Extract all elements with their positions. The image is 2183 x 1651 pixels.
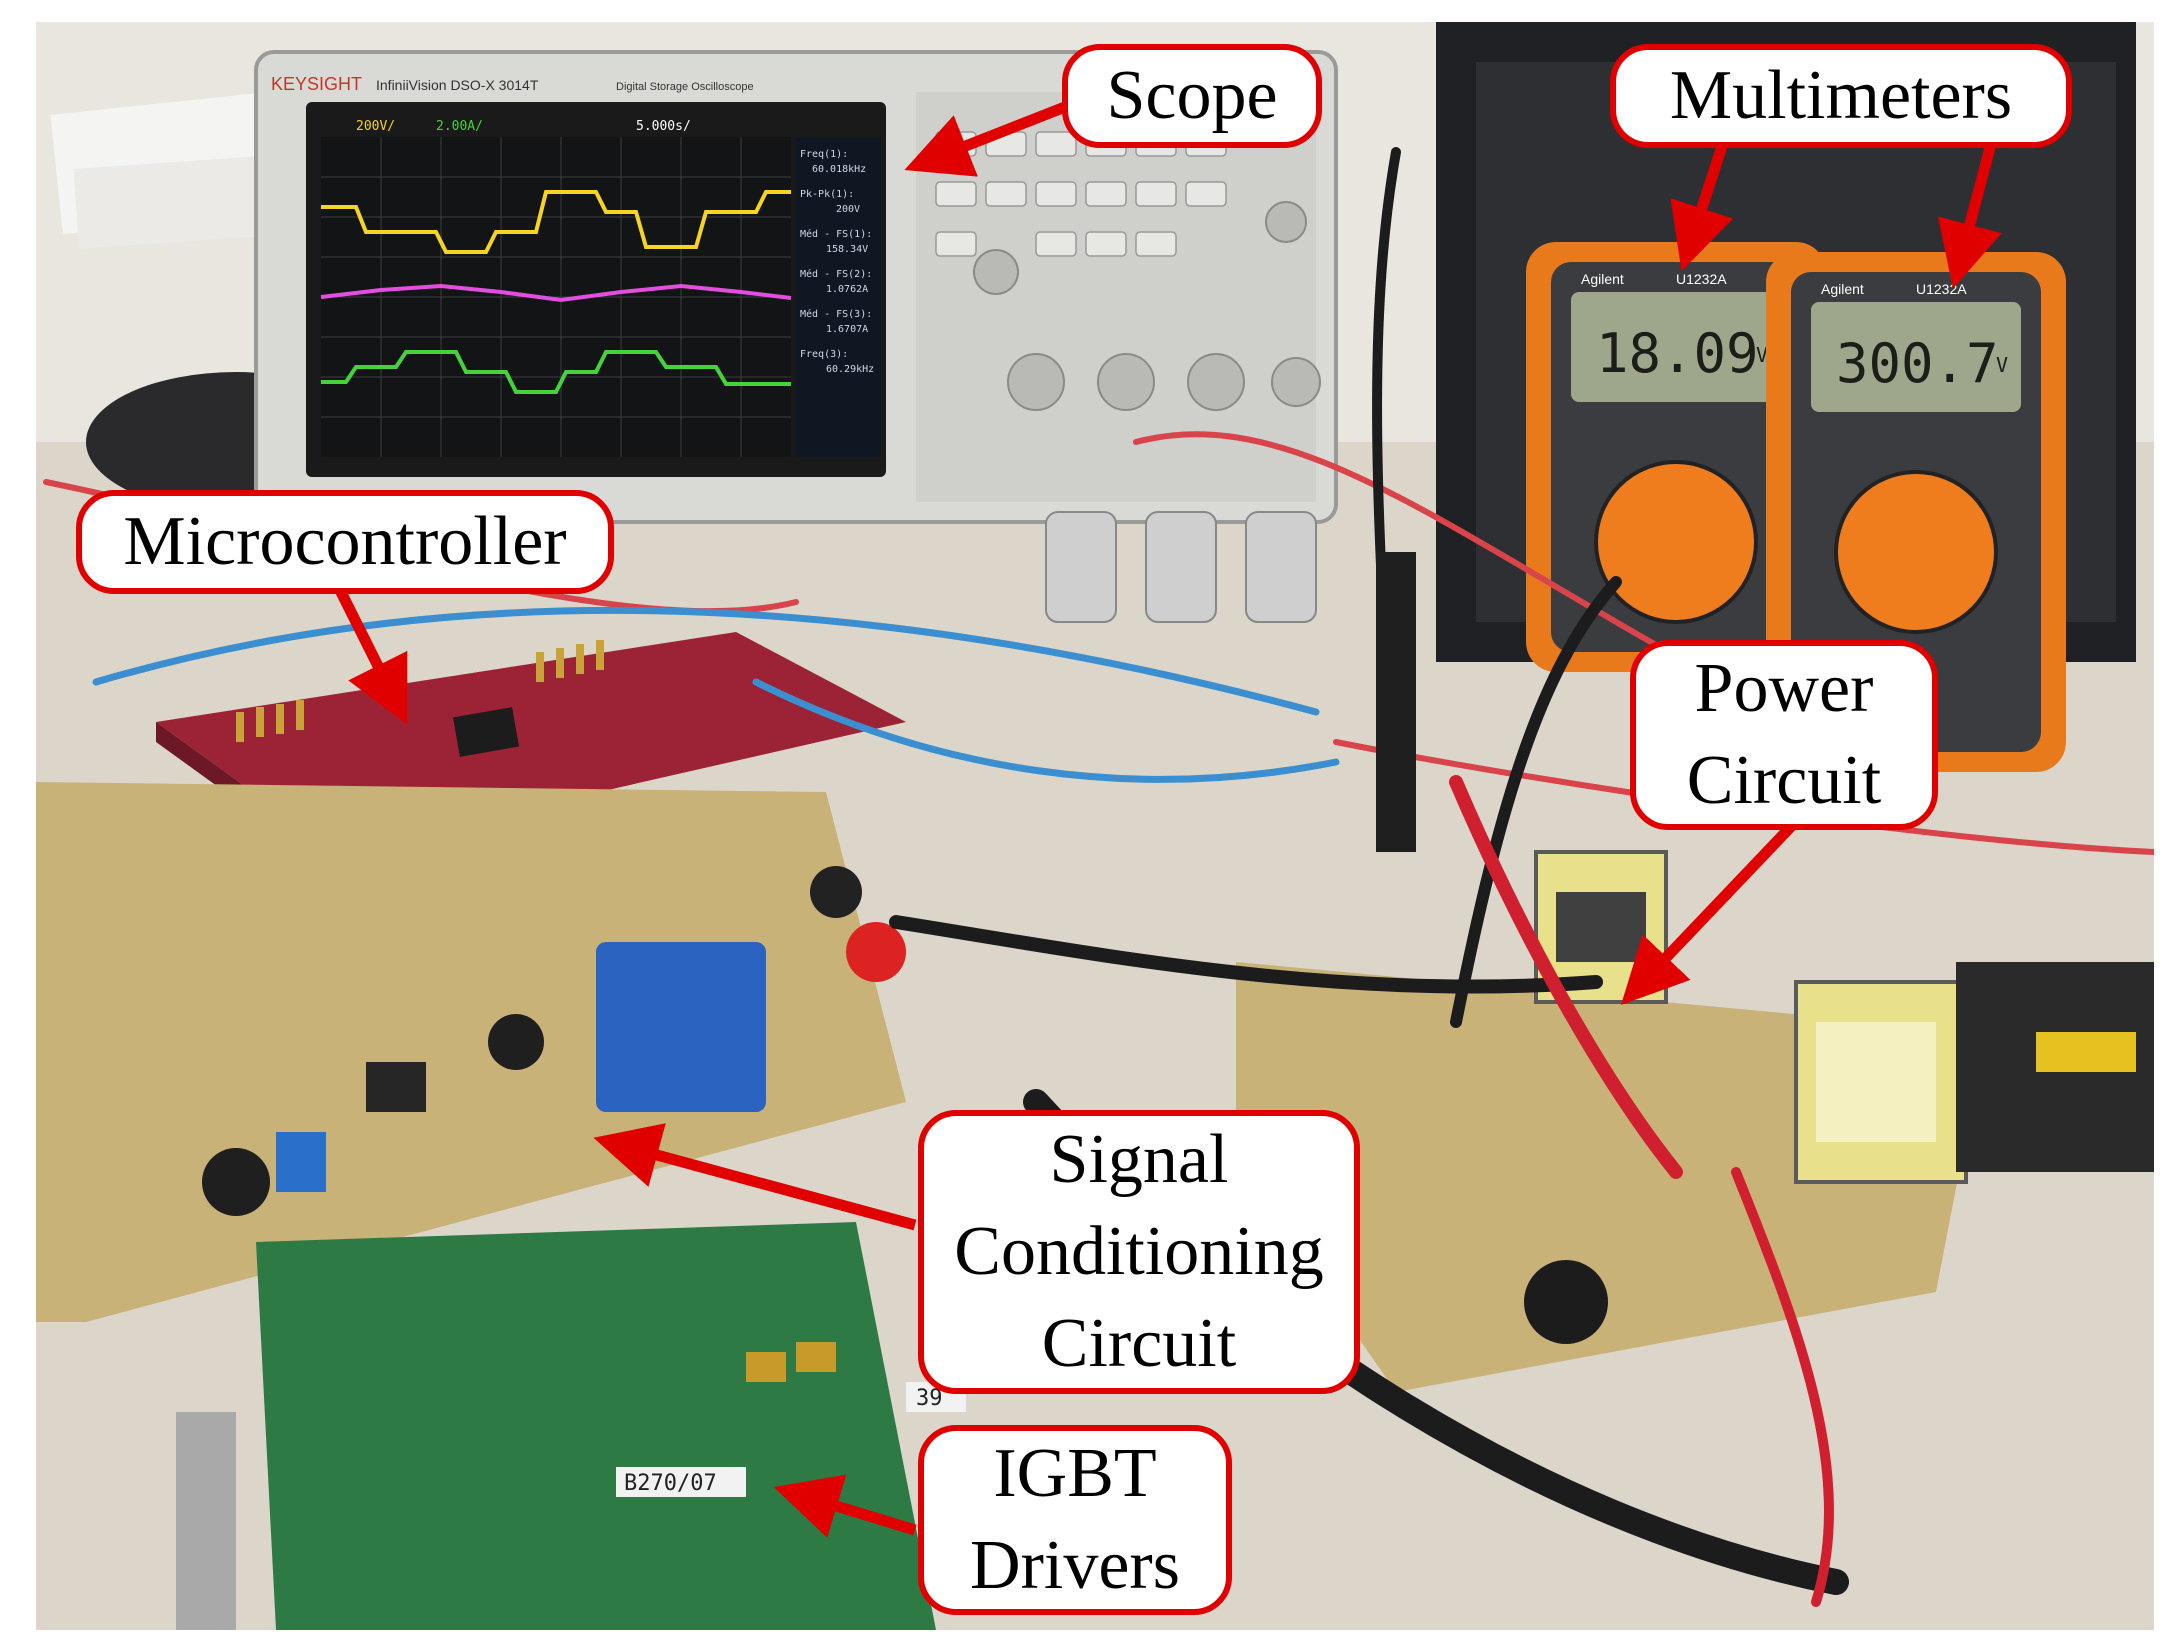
scope-model: InfiniiVision DSO-X 3014T bbox=[376, 77, 539, 93]
scope-timebase: 5.000s/ bbox=[636, 119, 691, 134]
scope-ch1-scale: 200V/ bbox=[356, 119, 395, 134]
readout: Freq(3): bbox=[800, 349, 848, 360]
scope-readouts: Freq(1): 60.018kHz Pk-Pk(1): 200V Méd - … bbox=[800, 149, 874, 375]
igbt-drivers-callout: IGBT Drivers bbox=[918, 1425, 1232, 1615]
igbt-board-label: B270/07 bbox=[624, 1471, 717, 1496]
readout: Pk-Pk(1): bbox=[800, 189, 854, 200]
mm-right-brand: Agilent bbox=[1821, 281, 1864, 297]
readout: Méd - FS(3): bbox=[800, 308, 872, 320]
multimeters-callout: Multimeters bbox=[1610, 44, 2072, 148]
mm-left-reading: 18.09 bbox=[1596, 322, 1759, 385]
readout: 158.34V bbox=[826, 244, 868, 255]
mm-right-reading: 300.7 bbox=[1836, 332, 1999, 395]
microcontroller-callout: Microcontroller bbox=[76, 490, 614, 594]
signal-conditioning-board bbox=[36, 782, 906, 1322]
scope-subtitle: Digital Storage Oscilloscope bbox=[616, 81, 754, 93]
igbt-driver-board: B270/07 39 bbox=[256, 1222, 966, 1630]
power-circuit-callout: Power Circuit bbox=[1630, 640, 1938, 830]
readout: 60.29kHz bbox=[826, 364, 874, 375]
scope-brand: KEYSIGHT bbox=[271, 74, 362, 94]
readout: 1.0762A bbox=[826, 284, 868, 295]
readout: 60.018kHz bbox=[812, 164, 866, 175]
signal-conditioning-callout: Signal Conditioning Circuit bbox=[918, 1110, 1360, 1394]
readout: Méd - FS(1): bbox=[800, 228, 872, 240]
mm-left-model: U1232A bbox=[1676, 271, 1727, 287]
multimeter-left: Agilent U1232A 18.09 V bbox=[1526, 242, 1826, 672]
readout: Freq(1): bbox=[800, 149, 848, 160]
mm-right-model: U1232A bbox=[1916, 281, 1967, 297]
mm-left-brand: Agilent bbox=[1581, 271, 1624, 287]
igbt-driver-tag: 39 bbox=[916, 1386, 943, 1411]
readout: Méd - FS(2): bbox=[800, 268, 872, 280]
oscilloscope: KEYSIGHT InfiniiVision DSO-X 3014T Digit… bbox=[254, 50, 1338, 623]
readout: 200V bbox=[836, 204, 860, 215]
scope-ch2-scale: 2.00A/ bbox=[436, 119, 483, 134]
mm-right-unit: V bbox=[1996, 353, 2008, 377]
readout: 1.6707A bbox=[826, 324, 868, 335]
mm-left-unit: V bbox=[1756, 343, 1768, 367]
scope-callout: Scope bbox=[1062, 44, 1322, 148]
